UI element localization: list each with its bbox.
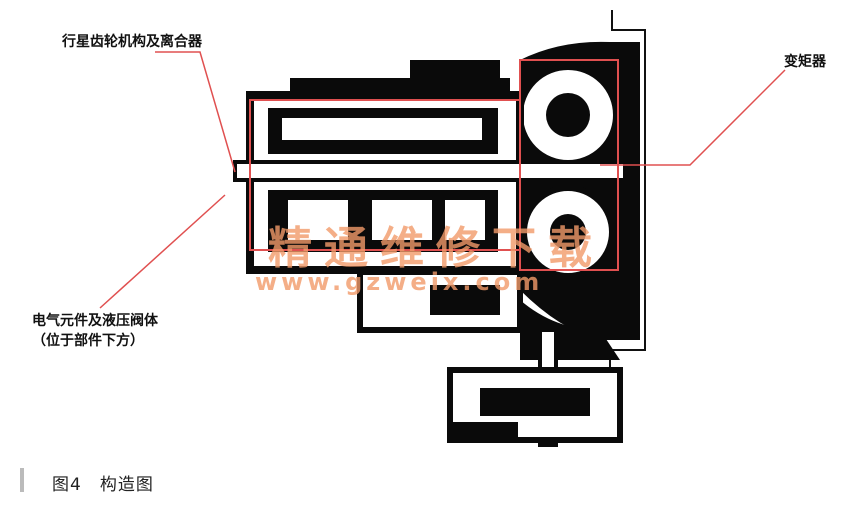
label-planetary-gear-clutch: 行星齿轮机构及离合器 xyxy=(62,34,202,50)
differential-core xyxy=(480,388,590,416)
watermark-url: www.gzweix.com xyxy=(255,268,544,296)
label-electrical-location: （位于部件下方） xyxy=(32,333,144,349)
caption-bar xyxy=(20,468,24,492)
torque-converter-leader-line xyxy=(600,69,786,166)
top-detail xyxy=(290,78,510,96)
lower-clutch-gap xyxy=(288,200,348,240)
differential-base xyxy=(448,422,518,442)
lower-clutch-gap-3 xyxy=(445,200,485,240)
lower-clutch-gap-2 xyxy=(372,200,432,240)
converter-lower-core xyxy=(550,214,586,250)
label-electrical-hydraulic: 电气元件及液压阀体 xyxy=(32,313,158,329)
figure-caption: 图4 构造图 xyxy=(52,475,154,495)
upper-clutch-gap xyxy=(282,118,482,140)
electrical-leader-line xyxy=(99,194,226,309)
top-detail-2 xyxy=(410,60,500,80)
watermark-text: 精通维修下载 xyxy=(268,223,604,274)
label-torque-converter: 变矩器 xyxy=(784,54,826,70)
valve-body-inner xyxy=(430,285,500,315)
main-shaft xyxy=(233,160,627,182)
planetary-leader-line xyxy=(155,51,236,173)
converter-upper-core xyxy=(546,93,590,137)
